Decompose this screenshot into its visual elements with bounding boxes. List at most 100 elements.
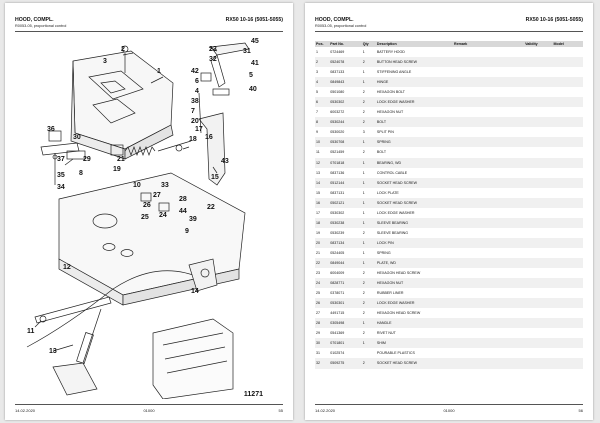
cell-qty: 2 [362,150,365,155]
column-header: Description [375,41,454,47]
callout-22: 22 [207,204,215,211]
cell-pos: 26 [315,298,330,309]
cell-pos: 27 [316,311,320,316]
cell-desc: LOCK EDGE WASHER [375,97,454,108]
cell-part: 6003272 [330,110,345,115]
cell-pos: 2 [315,57,330,68]
callout-36: 36 [47,126,55,133]
cell-empty [453,318,525,329]
cell-desc: LOCK EDGE WASHER [376,210,415,215]
cell-empty [552,358,583,369]
cell-part: 0530239 [330,230,345,235]
cell-qty: 3 [362,130,365,135]
cell-part: 0701801 [329,338,362,349]
cell-desc: HINGE [375,77,454,88]
cell-qty: 1 [362,70,365,75]
cell-empty [552,57,583,68]
cell-qty: 1 [361,177,376,188]
cell-pos: 18 [315,217,330,228]
footer-divider [15,404,283,405]
cell-pos: 5 [316,90,318,95]
cell-empty [524,77,553,88]
cell-empty [553,147,584,157]
cell-empty [453,177,525,188]
cell-empty [453,47,524,57]
cell-pos: 7 [316,110,318,115]
cell-qty: 2 [362,311,365,316]
cell-part: 0541369 [330,331,345,336]
cell-empty [453,127,524,137]
cell-part: 0530020 [330,130,345,135]
cell-pos: 4 [315,77,330,88]
callout-21: 21 [117,156,125,163]
cell-part: 0828771 [329,278,362,289]
cell-desc: BATTERY HOOD [376,50,405,55]
cell-empty [524,288,552,298]
exploded-diagram: 2 1 3 23 32 45 31 42 41 6 5 4 40 38 7 20… [26,38,259,399]
cell-desc: SPLIT PIN [376,130,394,135]
callout-16: 16 [205,134,213,141]
table-header-row: Pos. Part No. Qty Description Remark Val… [315,41,583,47]
diagram-linework [26,42,250,399]
cell-part: 0512144 [329,177,362,188]
cell-pos: 20 [315,237,330,248]
cell-empty [524,328,552,338]
callout-40: 40 [249,86,257,93]
cell-empty [453,248,524,258]
callout-23: 23 [209,46,217,53]
cell-empty [524,147,552,157]
cell-empty [524,308,552,318]
model-label: RX50 10-16 (5051-5055) [525,17,583,23]
cell-desc: SOCKET HEAD SCREW [375,358,454,369]
cell-qty: 1 [361,157,376,168]
callout-35: 35 [57,172,65,179]
cell-empty [453,117,525,128]
cell-pos: 24 [315,278,330,289]
cell-qty: 1 [362,250,365,255]
cell-empty [524,157,553,168]
cell-empty [553,168,584,178]
cell-desc: BOLT [375,117,454,128]
callout-12: 12 [63,264,71,271]
callout-27: 27 [153,192,161,199]
cell-empty [524,257,553,269]
callout-41: 41 [251,60,259,67]
column-header: Pos. [315,41,330,47]
header-divider [15,31,283,32]
footer-divider [315,404,583,405]
cell-pos: 21 [316,250,320,255]
cell-empty [453,67,524,77]
callout-33: 33 [161,182,169,189]
cell-empty [524,228,552,238]
cell-pos: 16 [315,197,330,208]
callout-20: 20 [191,118,199,125]
cell-pos: 17 [316,210,320,215]
cell-empty [524,358,553,369]
cell-desc: HEXAGON BOLT [376,90,405,95]
cell-part: 0509275 [329,358,362,369]
cell-empty [524,97,553,108]
column-header: Remark [453,41,525,47]
cell-empty [524,208,552,218]
cell-qty: 1 [362,190,365,195]
cell-empty [524,127,552,137]
cell-part: 0837131 [330,190,345,195]
cell-empty [524,318,553,329]
callout-11: 11 [27,328,35,335]
